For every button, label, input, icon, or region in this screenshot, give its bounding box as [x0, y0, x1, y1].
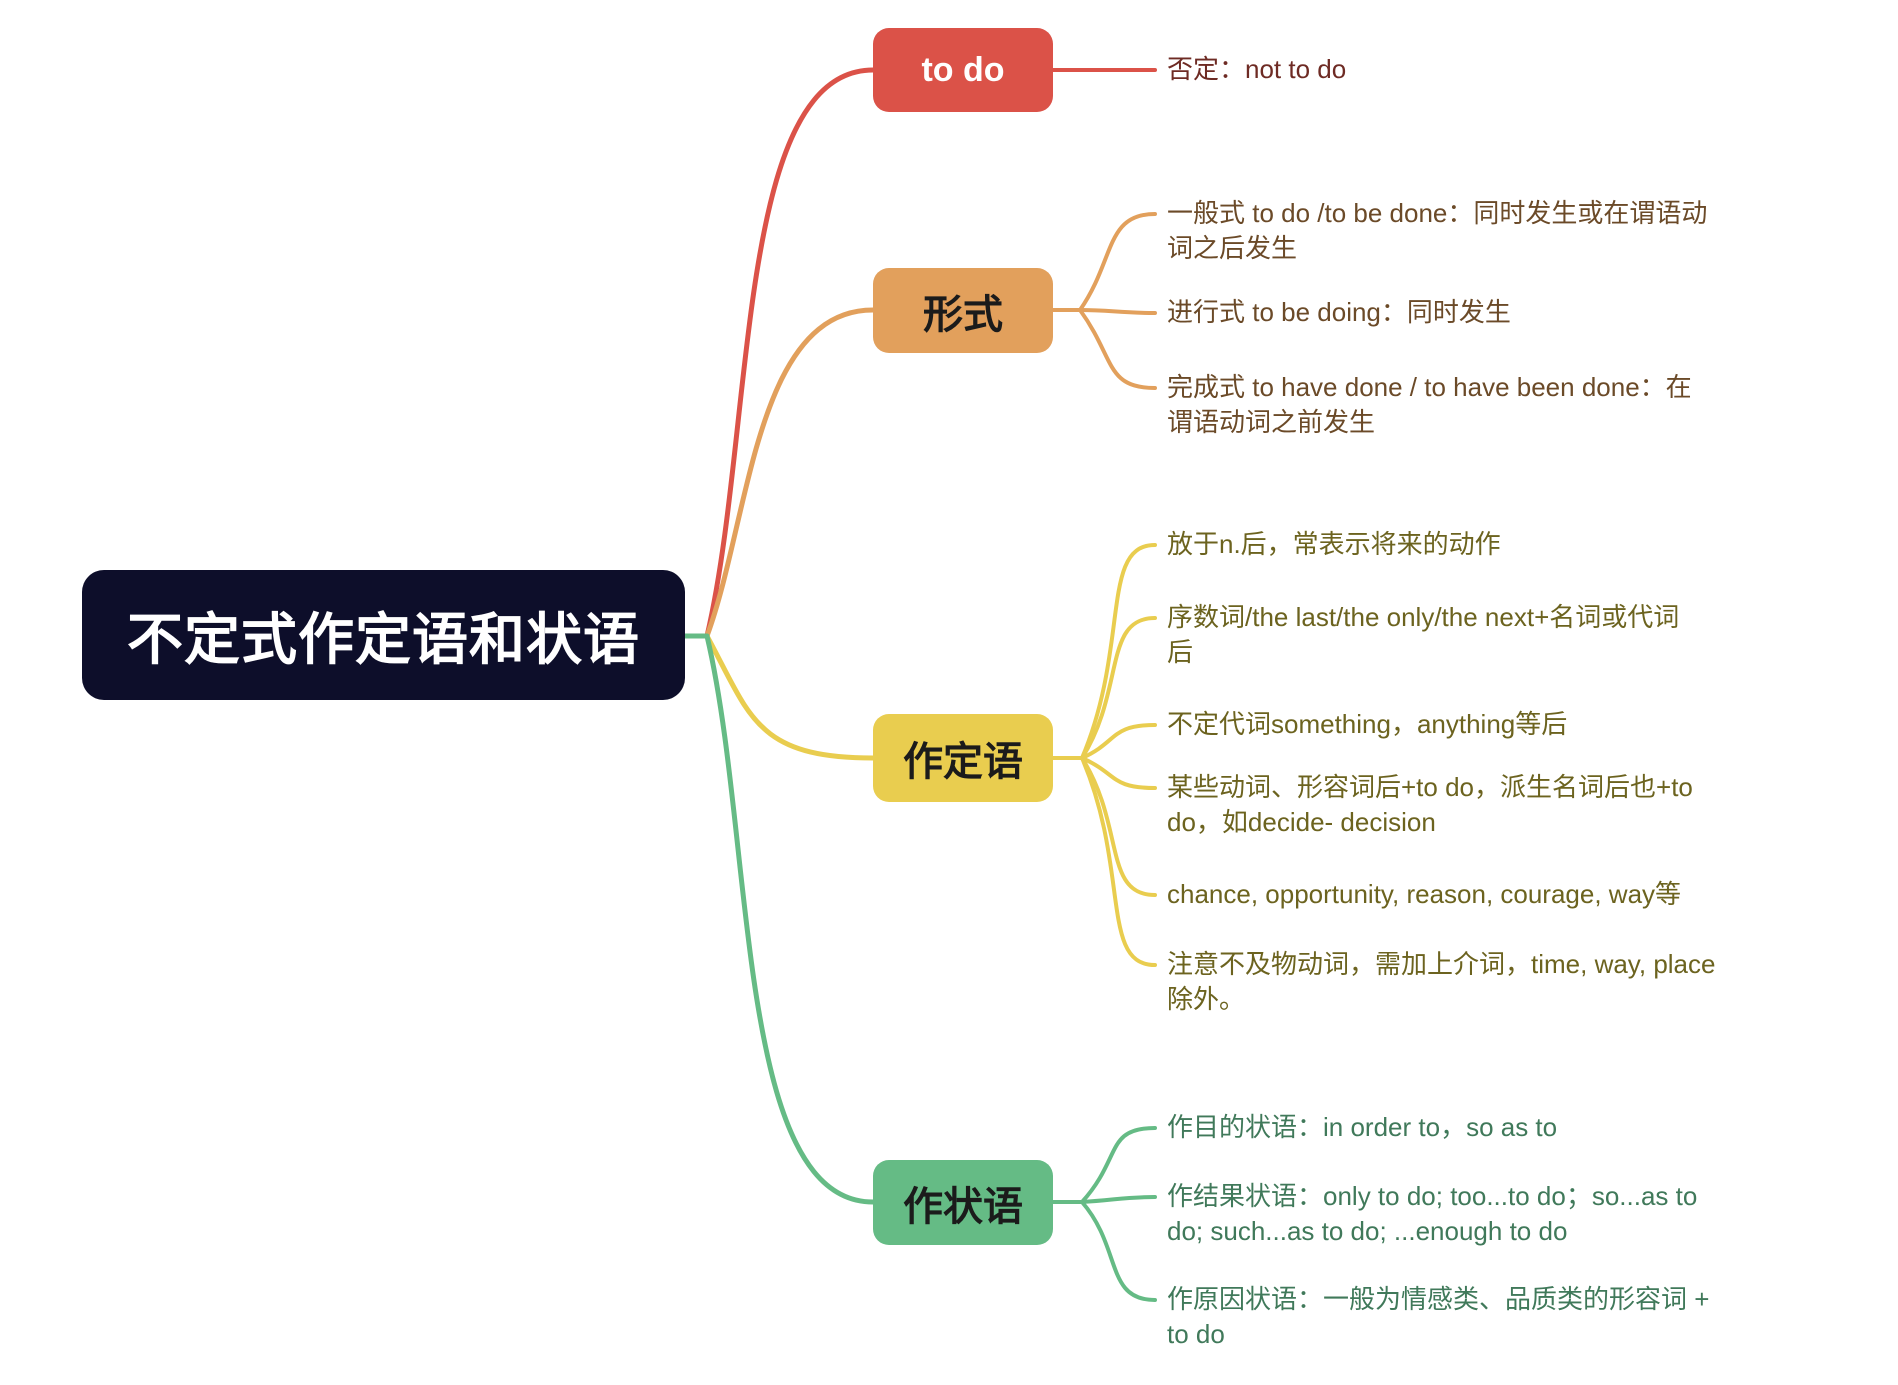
child-topic-negation[interactable]: 否定：not to do — [1167, 54, 1347, 84]
child-topic-progressive-form[interactable]: 进行式 to be doing：同时发生 — [1167, 297, 1511, 327]
topic-form[interactable]: 形式 — [873, 268, 1053, 353]
topic-attributive[interactable]: 作定语 — [873, 714, 1053, 802]
branch-lines-adverbial — [680, 633, 1157, 1302]
child-topic-intransitive-note[interactable]: 注意不及物动词，需加上介词，time, way, place 除外。 — [1167, 949, 1716, 1014]
branch-lines-form — [680, 212, 1157, 639]
child-topic-perfect-form[interactable]: 完成式 to have done / to have been done：在 谓… — [1167, 372, 1692, 437]
child-topic-result[interactable]: 作结果状语：only to do; too...to do；so...as to… — [1167, 1181, 1698, 1246]
child-topic-ordinal[interactable]: 序数词/the last/the only/the next+名词或代词 后 — [1167, 602, 1680, 667]
child-topic-chance-words[interactable]: chance, opportunity, reason, courage, wa… — [1167, 879, 1682, 909]
child-topic-verb-adjective[interactable]: 某些动词、形容词后+to do，派生名词后也+to do，如decide- de… — [1167, 772, 1693, 837]
child-topic-reason[interactable]: 作原因状语：一般为情感类、品质类的形容词 + to do — [1167, 1284, 1710, 1349]
topic-adverbial[interactable]: 作状语 — [873, 1160, 1053, 1245]
branch-lines-attributive — [680, 543, 1157, 967]
child-topic-after-noun[interactable]: 放于n.后，常表示将来的动作 — [1167, 529, 1501, 559]
branch-lines-to-do — [680, 67, 1157, 639]
child-topic-simple-form[interactable]: 一般式 to do /to be done：同时发生或在谓语动 词之后发生 — [1167, 198, 1708, 263]
child-topic-indefinite-pronoun[interactable]: 不定代词something，anything等后 — [1167, 709, 1568, 739]
topic-to-do[interactable]: to do — [873, 28, 1053, 112]
root-topic[interactable]: 不定式作定语和状语 — [82, 570, 685, 700]
child-topic-purpose[interactable]: 作目的状语：in order to，so as to — [1167, 1112, 1558, 1142]
